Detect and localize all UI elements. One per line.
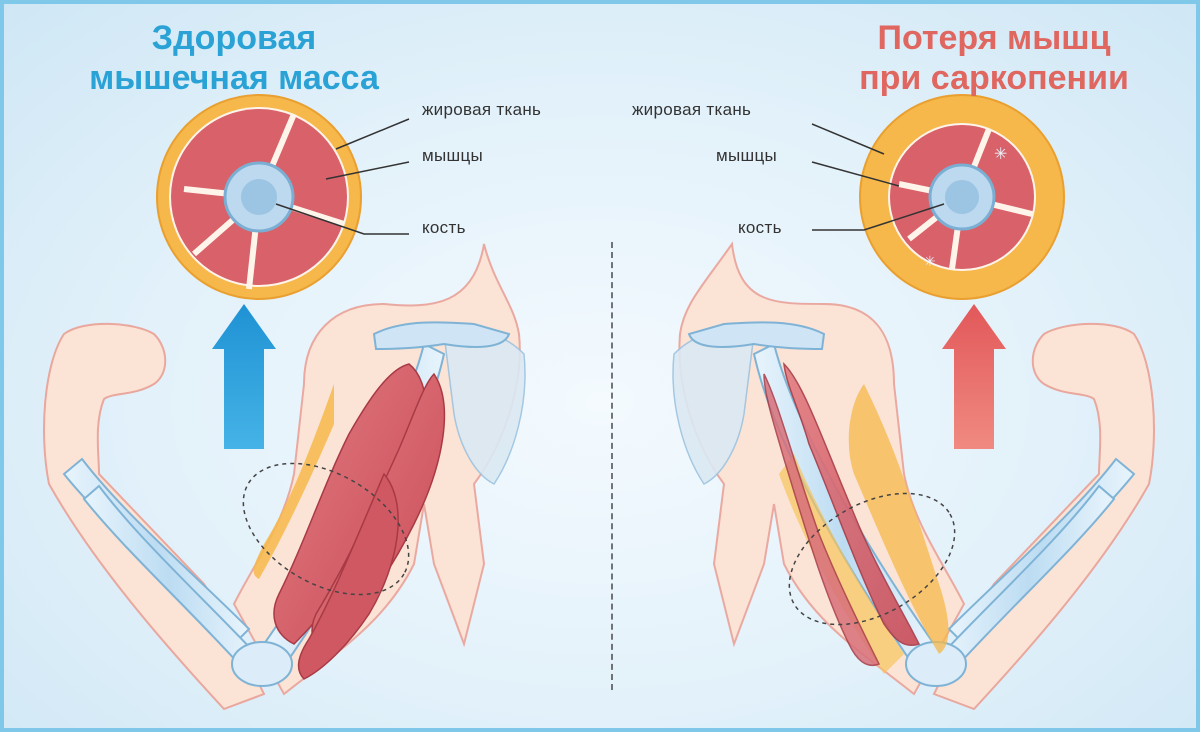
illustration: ✳ ✳ [43, 94, 1155, 711]
sarcopenia-title-line1: Потеря мышц [877, 19, 1111, 57]
sarcopenia-leader-lines [811, 123, 945, 231]
arrow-up-icon [212, 304, 276, 449]
sarcopenia-label-bone: кость [738, 218, 782, 237]
sarcopenia-title-line2: при саркопении [859, 59, 1129, 97]
healthy-cross-section [156, 94, 362, 300]
arrow-up-icon [942, 304, 1006, 449]
healthy-title: Здоровая мышечная масса [64, 18, 404, 98]
sarcopenia-arm-illustration [672, 241, 1155, 711]
healthy-title-line2: мышечная масса [89, 59, 379, 97]
healthy-label-muscle: мышцы [422, 146, 483, 165]
sarcopenia-label-fat: жировая ткань [632, 100, 752, 119]
sarcopenia-title: Потеря мышц при саркопении [824, 18, 1164, 98]
healthy-label-bone: кость [422, 218, 466, 237]
healthy-arm-illustration [43, 243, 526, 711]
svg-text:✳: ✳ [924, 254, 936, 270]
healthy-label-fat: жировая ткань [422, 100, 542, 119]
panel-divider [611, 242, 613, 690]
sarcopenia-label-muscle: мышцы [716, 146, 777, 165]
healthy-title-line1: Здоровая [151, 19, 317, 57]
healthy-leader-lines [275, 118, 410, 235]
sarcopenia-cross-section: ✳ ✳ [859, 94, 1065, 300]
svg-text:✳: ✳ [994, 144, 1007, 163]
